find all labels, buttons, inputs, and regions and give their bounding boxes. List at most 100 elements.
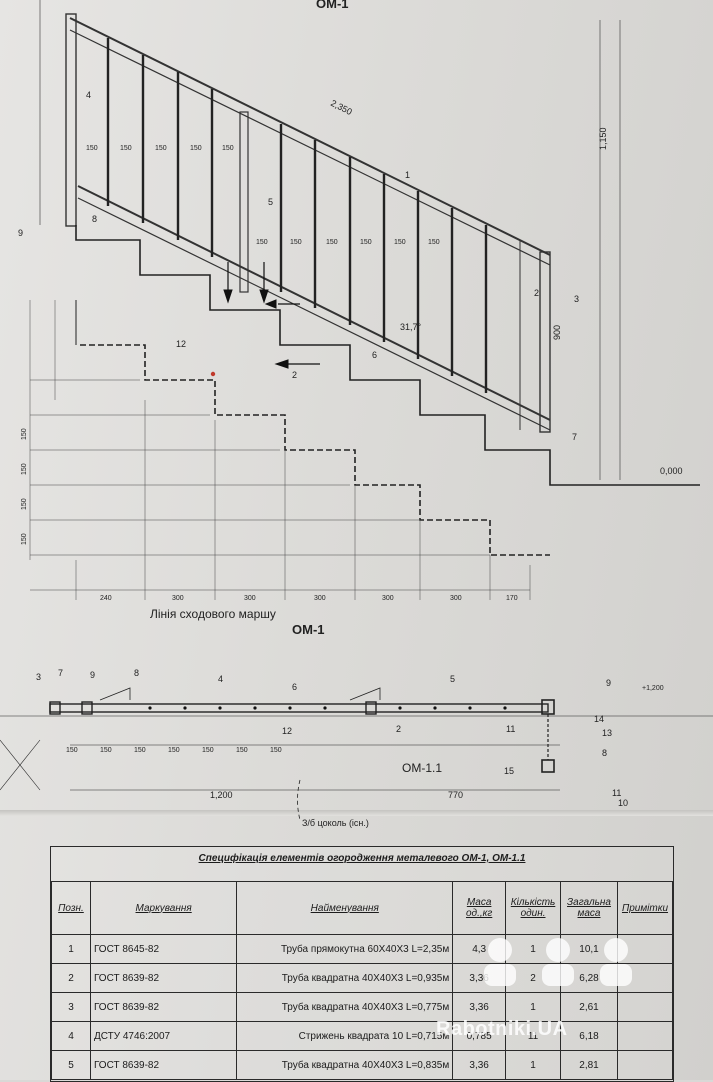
plan-pos-12: 12	[282, 726, 292, 736]
plan-pos-9b: 9	[606, 678, 611, 688]
plan-pos-4: 4	[218, 674, 223, 684]
plan-pos-2: 2	[396, 724, 401, 734]
spacing-label-7: 150	[290, 239, 302, 246]
header-note: Примітки	[616, 881, 674, 935]
table-row: 2 ГОСТ 8639-82 Труба квадратна 40Х40Х3 L…	[51, 963, 674, 993]
plan-pos-8: 8	[134, 668, 139, 678]
plan-pos-5: 5	[450, 674, 455, 684]
table-row: 1 ГОСТ 8645-82 Труба прямокутна 60Х40Х3 …	[51, 934, 674, 964]
header-mass: Маса од.,кг	[452, 881, 507, 935]
plan-pos-10: 10	[618, 798, 628, 808]
pos-mark-5: 5	[268, 197, 273, 207]
row-mark: ГОСТ 8639-82	[89, 992, 238, 1022]
plan-pos-14: 14	[594, 714, 604, 724]
table-row: 5 ГОСТ 8639-82 Труба квадратна 40Х40Х3 L…	[51, 1050, 674, 1080]
plan-spacing-7: 150	[270, 747, 282, 754]
pos-mark-9: 9	[18, 228, 23, 238]
plan-spacing-6: 150	[236, 747, 248, 754]
step-width-5: 300	[382, 595, 394, 602]
row-total: 2,81	[560, 1050, 618, 1080]
specification-title: Специфікація елементів огородження метал…	[198, 853, 526, 864]
row-qty: 1	[505, 1050, 562, 1080]
step-width-6: 300	[450, 595, 462, 602]
header-qty: Кількість один.	[505, 881, 562, 935]
step-height-4: 150	[21, 533, 28, 545]
plan-spacing-1: 150	[66, 747, 78, 754]
weld-marker-icon	[210, 371, 216, 377]
section-arrow-label: 2	[292, 370, 297, 380]
elevation-title: ОМ-1	[316, 0, 349, 11]
row-note	[616, 1021, 674, 1051]
spacing-label-8: 150	[326, 239, 338, 246]
spacing-label-10: 150	[394, 239, 406, 246]
plan-pos-7: 7	[58, 668, 63, 678]
table-row: 4 ДСТУ 4746:2007 Стрижень квадрата 10 L=…	[51, 1021, 674, 1051]
step-width-4: 300	[314, 595, 326, 602]
watermark-text: Rabotniki.UA	[436, 1018, 568, 1040]
pos-mark-2: 2	[534, 288, 539, 298]
plan-spacing-3: 150	[134, 747, 146, 754]
row-total: 6,18	[560, 1021, 618, 1051]
angle-label: 31,7°	[400, 322, 422, 332]
row-note	[616, 1050, 674, 1080]
plan-pos-6: 6	[292, 682, 297, 692]
watermark-workers-icon	[484, 938, 632, 986]
row-name: Труба квадратна 40Х40Х3 L=0,935м	[236, 963, 454, 993]
row-pos: 5	[51, 1050, 91, 1080]
plan-length-left: 1,200	[210, 790, 233, 800]
plan-length-right: 770	[448, 790, 463, 800]
pos-mark-3: 3	[574, 294, 579, 304]
section-om11-label: ОМ-1.1	[402, 761, 442, 775]
pos-mark-4: 4	[86, 90, 91, 100]
plan-pos-9: 9	[90, 670, 95, 680]
step-height-1: 150	[21, 428, 28, 440]
row-qty: 1	[505, 992, 562, 1022]
spacing-label-11: 150	[428, 239, 440, 246]
ground-level-label: 0,000	[660, 466, 683, 476]
row-total: 2,61	[560, 992, 618, 1022]
spacing-label-3: 150	[155, 145, 167, 152]
total-height-label: 1,150	[598, 127, 608, 150]
step-width-2: 300	[172, 595, 184, 602]
specification-table: Специфікація елементів огородження метал…	[50, 846, 674, 1082]
spacing-label-9: 150	[360, 239, 372, 246]
table-row: 3 ГОСТ 8639-82 Труба квадратна 40Х40Х3 L…	[51, 992, 674, 1022]
row-mark: ДСТУ 4746:2007	[89, 1021, 238, 1051]
row-name: Труба прямокутна 60Х40Х3 L=2,35м	[236, 934, 454, 964]
row-pos: 3	[51, 992, 91, 1022]
row-pos: 1	[51, 934, 91, 964]
spacing-label-1: 150	[86, 145, 98, 152]
step-width-7: 170	[506, 595, 518, 602]
step-height-3: 150	[21, 498, 28, 510]
pos-mark-7: 7	[572, 432, 577, 442]
row-name: Труба квадратна 40Х40Х3 L=0,835м	[236, 1050, 454, 1080]
step-height-2: 150	[21, 463, 28, 475]
spacing-label-6: 150	[256, 239, 268, 246]
spacing-label-2: 150	[120, 145, 132, 152]
header-name: Найменування	[236, 881, 454, 935]
plan-spacing-4: 150	[168, 747, 180, 754]
plan-pos-13: 13	[602, 728, 612, 738]
line-of-flight-callout: Лінія сходового маршу	[150, 607, 276, 621]
row-pos: 2	[51, 963, 91, 993]
pos-mark-8: 8	[92, 214, 97, 224]
plan-pos-3: 3	[36, 672, 41, 682]
row-mark: ГОСТ 8645-82	[89, 934, 238, 964]
plinth-callout: З/б цоколь (існ.)	[302, 818, 369, 828]
spacing-label-5: 150	[222, 145, 234, 152]
row-name: Труба квадратна 40Х40Х3 L=0,775м	[236, 992, 454, 1022]
plan-pos-11: 11	[612, 788, 621, 798]
spacing-label-4: 150	[190, 145, 202, 152]
plan-pos-15: 15	[504, 766, 514, 776]
row-mark: ГОСТ 8639-82	[89, 1050, 238, 1080]
row-mass: 3,36	[452, 992, 507, 1022]
header-total: Загальна маса	[560, 881, 618, 935]
step-width-1: 240	[100, 595, 112, 602]
row-mark: ГОСТ 8639-82	[89, 963, 238, 993]
spec-rows: Позн. Маркування Найменування Маса од.,к…	[51, 881, 674, 1080]
pos-mark-1: 1	[405, 170, 410, 180]
step-width-3: 300	[244, 595, 256, 602]
rail-length-label: 2,350	[329, 98, 354, 117]
plan-pos-11b: 11	[506, 724, 515, 734]
row-pos: 4	[51, 1021, 91, 1051]
